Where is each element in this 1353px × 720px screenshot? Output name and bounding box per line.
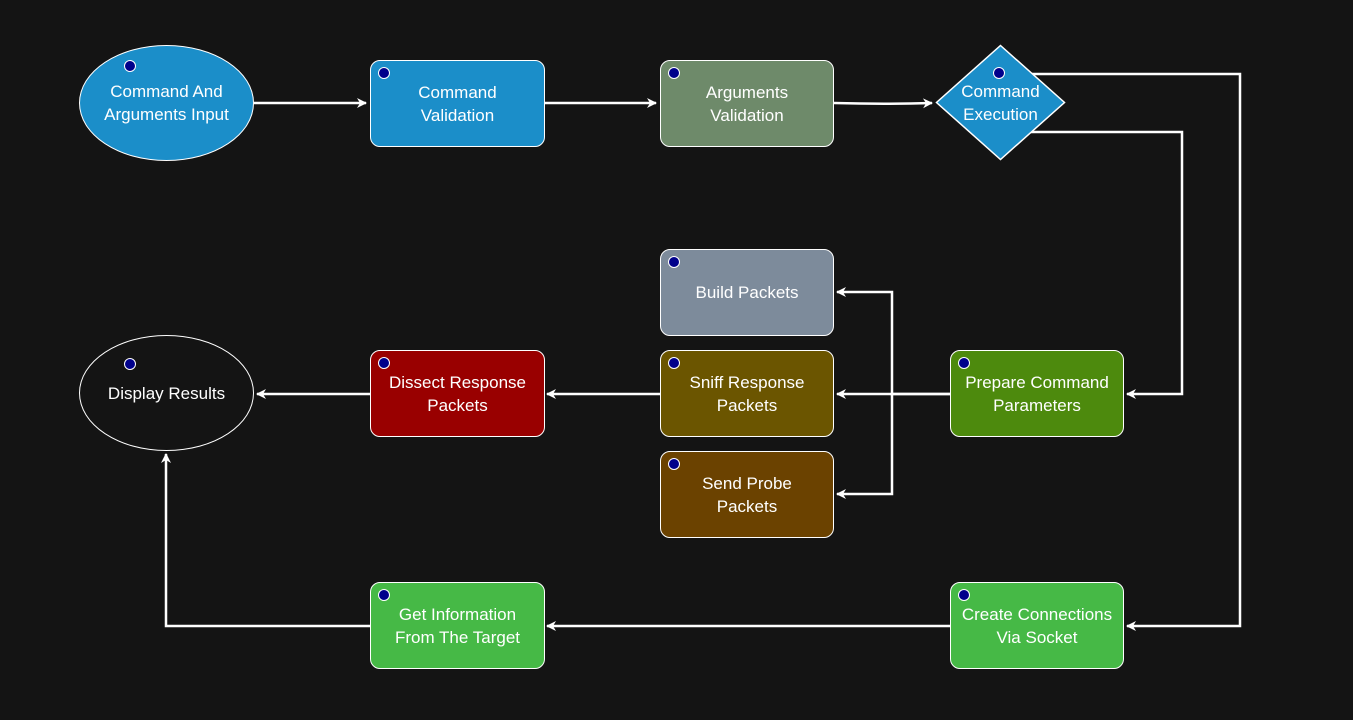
edge-prepare-to-send-probe bbox=[836, 394, 894, 499]
node-handle-dot bbox=[378, 357, 390, 369]
node-command-input[interactable]: Command And Arguments Input bbox=[79, 45, 254, 161]
edge-execution-to-create-connections bbox=[1031, 72, 1242, 631]
node-handle-dot bbox=[958, 357, 970, 369]
node-label: Prepare Command Parameters bbox=[965, 372, 1109, 415]
node-sniff-response[interactable]: Sniff Response Packets bbox=[660, 350, 834, 437]
node-handle-dot bbox=[668, 357, 680, 369]
node-handle-dot bbox=[668, 67, 680, 79]
edge-prepare-to-build-packets bbox=[836, 287, 950, 396]
edge-execution-to-prepare-parameters bbox=[1031, 130, 1184, 399]
node-label: Send Probe Packets bbox=[702, 473, 792, 516]
node-prepare-parameters[interactable]: Prepare Command Parameters bbox=[950, 350, 1124, 437]
diamond-fill bbox=[935, 44, 1066, 161]
node-label: Command Validation bbox=[418, 82, 497, 125]
node-handle-dot bbox=[124, 60, 136, 72]
diamond-shape bbox=[935, 44, 1066, 161]
node-label: Sniff Response Packets bbox=[689, 372, 805, 415]
node-get-information[interactable]: Get Information From The Target bbox=[370, 582, 545, 669]
node-handle-dot bbox=[378, 589, 390, 601]
node-label: Create Connections Via Socket bbox=[961, 604, 1113, 647]
node-label: Dissect Response Packets bbox=[388, 372, 526, 415]
node-handle-dot bbox=[124, 358, 136, 370]
node-handle-dot bbox=[668, 458, 680, 470]
node-label: Command And Arguments Input bbox=[104, 82, 229, 124]
node-build-packets[interactable]: Build Packets bbox=[660, 249, 834, 336]
node-handle-dot bbox=[993, 67, 1005, 79]
node-send-probe[interactable]: Send Probe Packets bbox=[660, 451, 834, 538]
node-handle-dot bbox=[668, 256, 680, 268]
node-dissect-response[interactable]: Dissect Response Packets bbox=[370, 350, 545, 437]
node-display-results[interactable]: Display Results bbox=[79, 335, 254, 451]
node-command-execution[interactable]: Command Execution bbox=[935, 44, 1066, 161]
node-create-connections[interactable]: Create Connections Via Socket bbox=[950, 582, 1124, 669]
node-arguments-validation[interactable]: Arguments Validation bbox=[660, 60, 834, 147]
node-label: Build Packets bbox=[695, 283, 799, 302]
node-label: Get Information From The Target bbox=[394, 604, 521, 647]
node-label: Arguments Validation bbox=[705, 82, 789, 125]
node-handle-dot bbox=[378, 67, 390, 79]
node-handle-dot bbox=[958, 589, 970, 601]
node-label: Display Results bbox=[107, 383, 226, 403]
edge-arguments-to-execution bbox=[833, 98, 933, 109]
node-label: Command Execution bbox=[961, 81, 1040, 124]
edge-get-information-to-display bbox=[161, 453, 370, 628]
node-command-validation[interactable]: Command Validation bbox=[370, 60, 545, 147]
